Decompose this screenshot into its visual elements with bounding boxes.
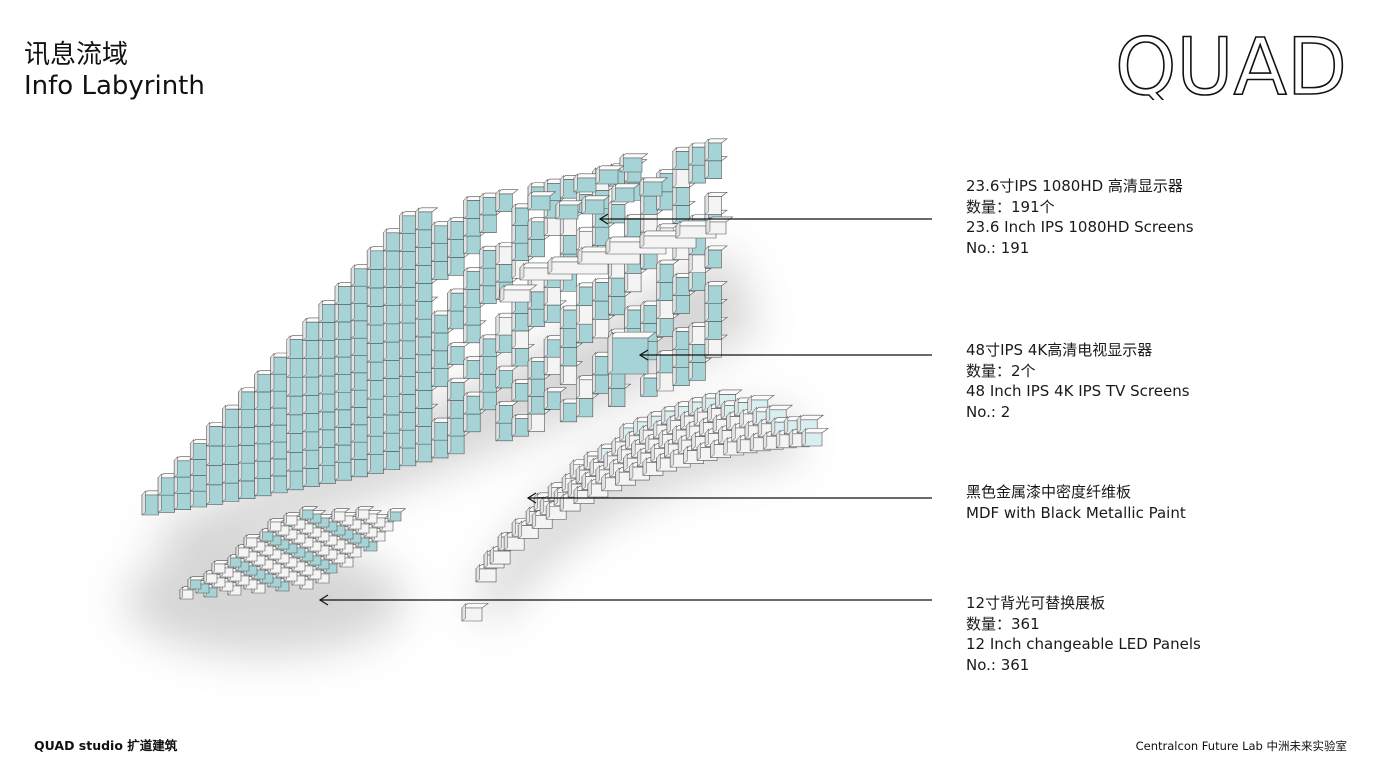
led-panel: [259, 527, 279, 542]
callout-mdf-line-2: MDF with Black Metallic Paint: [966, 503, 1186, 522]
callout-mdf: 黑色金属漆中密度纤维板 MDF with Black Metallic Pain…: [966, 482, 1186, 523]
arrow-led: [318, 594, 329, 606]
screen-unit: [704, 245, 728, 269]
screen-unit: [414, 207, 439, 231]
led-panel: [283, 511, 303, 526]
screen-unit: [221, 404, 246, 429]
screen-unit: [704, 138, 728, 162]
screen-wall: [141, 138, 734, 516]
footer-studio: QUAD studio 扩道建筑: [34, 738, 178, 753]
screen-unit: [543, 334, 568, 358]
led-panel: [267, 517, 287, 532]
screen-unit: [575, 282, 600, 307]
led-panel: [299, 505, 319, 520]
screen-unit: [543, 387, 568, 410]
callout-tv-line-2: 数量：2个: [966, 361, 1036, 380]
screen-unit: [611, 183, 641, 203]
screen-unit: [494, 189, 519, 213]
callout-led-line-1: 12寸背光可替换展板: [966, 594, 1106, 612]
screen-unit: [446, 341, 471, 366]
leader-lines: [318, 213, 932, 606]
screen-bar: [499, 284, 538, 303]
arrow-tv: [638, 349, 649, 361]
screen-unit: [704, 191, 728, 215]
callout-screens-line-2: 数量：191个: [966, 197, 1055, 216]
title-block: 讯息流域 Info Labyrinth: [24, 40, 205, 102]
callout-led-line-2: 数量：361: [966, 614, 1040, 633]
screen-unit: [555, 200, 585, 220]
led-panel: [355, 505, 375, 520]
quad-logo-text: QUAD: [1115, 30, 1347, 100]
screen-unit: [350, 315, 375, 339]
callout-mdf-line-1: 黑色金属漆中密度纤维板: [966, 483, 1132, 501]
screen-unit: [478, 334, 503, 358]
quad-logo: QUAD: [1114, 30, 1348, 100]
callout-tv-line-4: No.: 2: [966, 402, 1011, 421]
screen-unit: [688, 142, 712, 166]
callout-screens-line-1: 23.6寸IPS 1080HD 高清显示器: [966, 177, 1183, 195]
callout-led-line-4: No.: 361: [966, 655, 1030, 674]
screen-unit: [704, 280, 728, 305]
screen-unit: [655, 259, 680, 283]
callout-tv-line-1: 48寸IPS 4K高清电视显示器: [966, 341, 1153, 359]
led-panel-field: [179, 505, 407, 600]
footer-lab: Centralcon Future Lab 中洲未来实验室: [1135, 739, 1347, 753]
callout-led-line-3: 12 Inch changeable LED Panels: [966, 635, 1201, 654]
callout-screens-line-3: 23.6 Inch IPS 1080HD Screens: [966, 218, 1194, 237]
title-en: Info Labyrinth: [24, 71, 205, 101]
screen-unit: [639, 177, 669, 197]
screen-unit: [527, 191, 557, 211]
callout-screens-line-4: No.: 191: [966, 238, 1030, 257]
led-panel: [387, 507, 407, 522]
led-panel: [243, 533, 263, 548]
arrow-mdf: [526, 492, 537, 504]
led-panel: [211, 559, 231, 574]
callout-screens: 23.6寸IPS 1080HD 高清显示器 数量：191个 23.6 Inch …: [966, 176, 1194, 258]
callout-led: 12寸背光可替换展板 数量：361 12 Inch changeable LED…: [966, 593, 1201, 675]
screen-unit: [494, 400, 519, 424]
screen-unit: [205, 421, 230, 447]
screen-unit: [494, 312, 519, 336]
screen-unit: [430, 417, 455, 441]
screen-unit: [671, 326, 696, 351]
callout-tv: 48寸IPS 4K高清电视显示器 数量：2个 48 Inch IPS 4K IP…: [966, 340, 1190, 422]
mdf-cube: [461, 602, 489, 622]
mdf-cube: [801, 427, 829, 447]
screen-unit: [619, 153, 649, 173]
screen-unit: [462, 195, 487, 219]
tv-screen-block: [607, 331, 657, 375]
led-panel: [331, 507, 351, 522]
callout-tv-line-3: 48 Inch IPS 4K IPS TV Screens: [966, 382, 1190, 401]
screen-unit: [581, 195, 611, 215]
mdf-curve: [461, 389, 829, 622]
screen-unit: [494, 365, 519, 389]
title-cn: 讯息流域: [24, 40, 129, 70]
screen-unit: [446, 377, 471, 401]
screen-bar: [705, 216, 734, 235]
arrow-screens: [598, 213, 609, 225]
